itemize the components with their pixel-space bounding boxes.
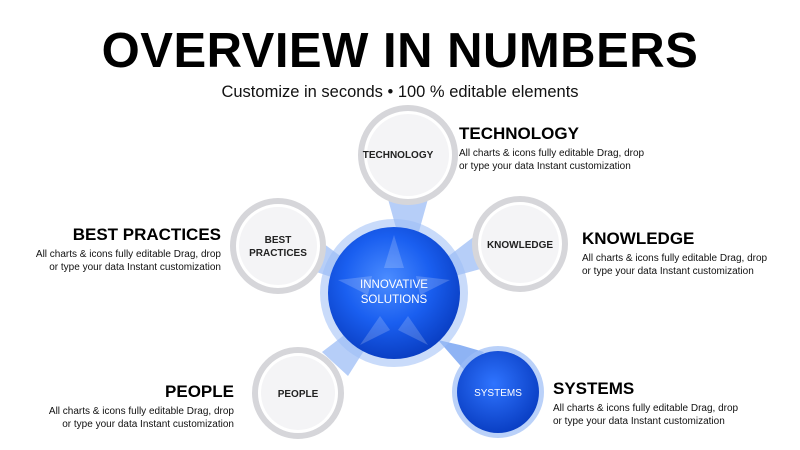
label-best-practices-desc: All charts & icons fully editable Drag, … <box>20 248 221 274</box>
node-people <box>261 356 335 430</box>
hub-label-line1: INNOVATIVE <box>360 279 428 291</box>
label-best-practices-heading: BEST PRACTICES <box>72 225 221 244</box>
label-technology-desc: All charts & icons fully editable Drag, … <box>459 147 644 173</box>
label-systems-line1: All charts & icons fully editable Drag, … <box>553 403 739 414</box>
label-best-practices-line1: All charts & icons fully editable Drag, … <box>35 249 221 260</box>
label-people-line1: All charts & icons fully editable Drag, … <box>48 406 234 417</box>
label-technology-line2: or type your data Instant customization <box>459 161 631 172</box>
label-systems: SYSTEMS All charts & icons fully editabl… <box>553 379 738 428</box>
label-knowledge-line1: All charts & icons fully editable Drag, … <box>582 253 768 264</box>
label-knowledge: KNOWLEDGE All charts & icons fully edita… <box>582 229 767 278</box>
hub-circle <box>328 227 460 359</box>
hub-arrows <box>338 235 450 345</box>
node-best-practices-line1: BEST <box>265 235 292 246</box>
label-systems-desc: All charts & icons fully editable Drag, … <box>553 402 738 428</box>
label-best-practices: BEST PRACTICES All charts & icons fully … <box>20 225 221 274</box>
node-technology <box>367 114 449 196</box>
label-people: PEOPLE All charts & icons fully editable… <box>30 382 234 431</box>
label-technology-heading: TECHNOLOGY <box>459 124 579 143</box>
node-knowledge <box>481 205 559 283</box>
node-systems <box>457 351 539 433</box>
node-systems-label: SYSTEMS <box>474 388 522 399</box>
node-best-practices-line2: PRACTICES <box>249 248 307 259</box>
node-people-label: PEOPLE <box>278 389 319 400</box>
label-systems-heading: SYSTEMS <box>553 379 635 398</box>
node-best-practices <box>239 207 317 285</box>
label-people-line2: or type your data Instant customization <box>62 419 234 430</box>
node-technology-label: TECHNOLOGY <box>363 150 434 161</box>
label-knowledge-heading: KNOWLEDGE <box>582 229 695 248</box>
node-knowledge-label: KNOWLEDGE <box>487 240 553 251</box>
page-subtitle: Customize in seconds • 100 % editable el… <box>221 83 579 101</box>
label-knowledge-line2: or type your data Instant customization <box>582 266 754 277</box>
hub-label-line2: SOLUTIONS <box>361 294 428 306</box>
label-knowledge-desc: All charts & icons fully editable Drag, … <box>582 252 767 278</box>
label-people-desc: All charts & icons fully editable Drag, … <box>30 405 234 431</box>
label-technology-line1: All charts & icons fully editable Drag, … <box>459 148 645 159</box>
label-systems-line2: or type your data Instant customization <box>553 416 725 427</box>
page-title: OVERVIEW IN NUMBERS <box>101 24 699 78</box>
label-people-heading: PEOPLE <box>165 382 234 401</box>
label-best-practices-line2: or type your data Instant customization <box>49 262 221 273</box>
label-technology: TECHNOLOGY All charts & icons fully edit… <box>459 124 644 173</box>
